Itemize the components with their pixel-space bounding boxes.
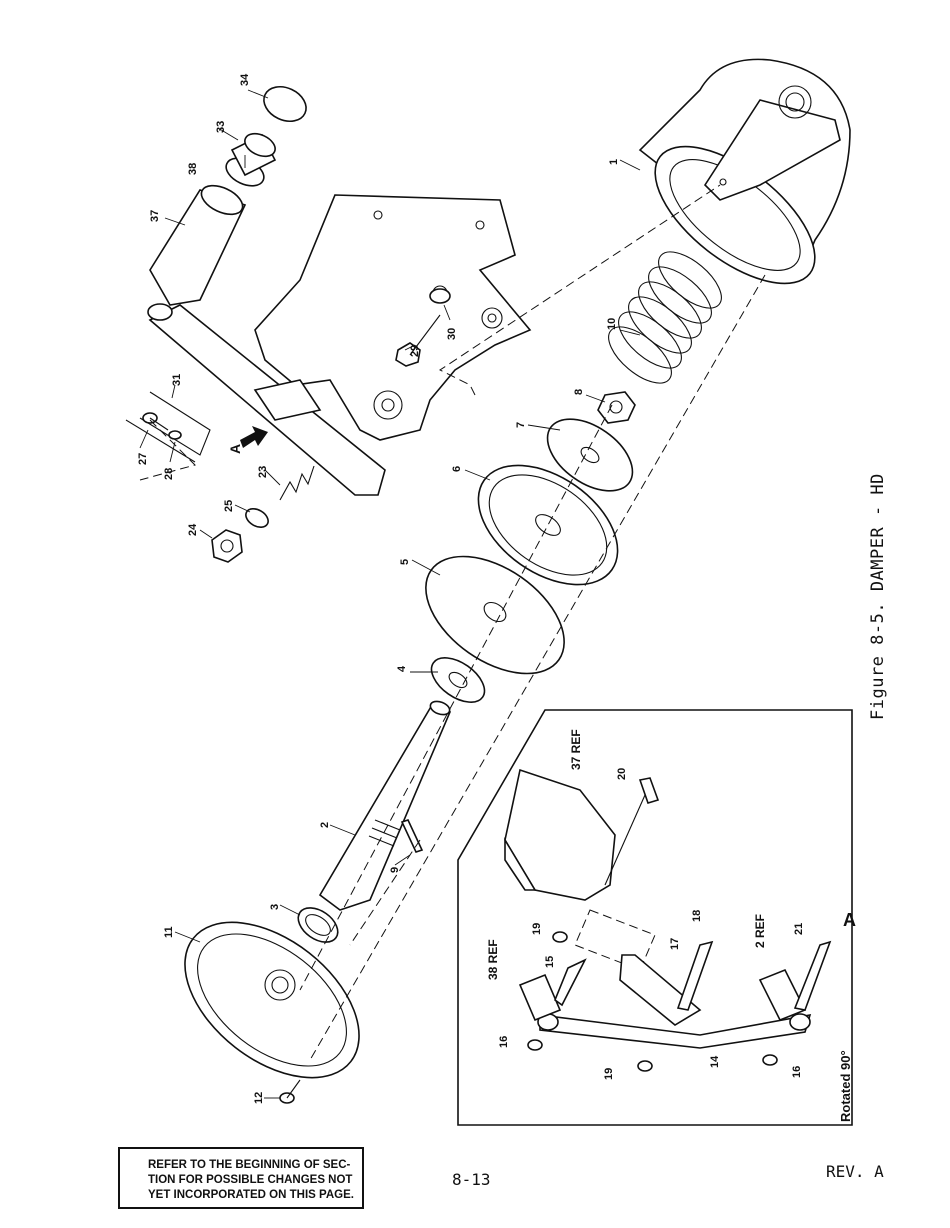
callout-33: 33 <box>215 121 227 133</box>
castle-nut-part-8 <box>597 391 636 424</box>
callout-1: 1 <box>608 159 620 165</box>
inset-frame <box>457 709 853 1126</box>
screw-part-12 <box>279 1079 301 1104</box>
callout-3: 3 <box>269 904 281 910</box>
washer-part-28 <box>168 430 182 440</box>
inset-tag: A <box>843 910 856 930</box>
notice-line-1: REFER TO THE BEGINNING OF SEC- <box>148 1159 351 1171</box>
figure-caption: Figure 8-5. DAMPER - HD <box>868 473 888 720</box>
housing-part-1 <box>638 58 851 285</box>
inset-callout-38-ref: 38 REF <box>486 939 500 980</box>
callout-34: 34 <box>239 73 251 86</box>
nut-part-24 <box>211 529 243 563</box>
inset-parts <box>504 768 832 1072</box>
inset-callout-21: 21 <box>793 923 805 935</box>
callout-7: 7 <box>515 422 527 428</box>
inset-callout-14: 14 <box>709 1055 721 1068</box>
callout-30: 30 <box>446 328 458 340</box>
callout-29: 29 <box>409 345 421 357</box>
inset-callout-20: 20 <box>616 768 628 780</box>
inset-callout-37-ref: 37 REF <box>569 729 583 770</box>
inset-callout-17: 17 <box>669 938 681 950</box>
callout-37: 37 <box>149 210 161 222</box>
inset-callout-16b: 16 <box>791 1066 803 1078</box>
inset-callout-19b: 19 <box>603 1068 615 1080</box>
bracket-assembly <box>148 194 532 496</box>
notice-line-3: YET INCORPORATED ON THIS PAGE. <box>148 1189 354 1201</box>
spring-part-10 <box>608 251 722 384</box>
callout-25: 25 <box>223 500 235 512</box>
inset-callout-16a: 16 <box>498 1036 510 1048</box>
callout-10: 10 <box>606 318 618 330</box>
seal-part-3 <box>297 907 339 943</box>
callout-2: 2 <box>319 822 331 828</box>
notice-line-2: TION FOR POSSIBLE CHANGES NOT <box>148 1174 353 1186</box>
callout-31: 31 <box>171 374 183 386</box>
alignment-lines <box>139 184 766 1061</box>
callout-23: 23 <box>257 466 269 478</box>
cylinder-part-37 <box>147 184 247 321</box>
revision-notice-box: REFER TO THE BEGINNING OF SEC- TION FOR … <box>118 1147 364 1209</box>
callout-5: 5 <box>399 559 411 565</box>
callout-11: 11 <box>163 926 175 938</box>
view-marker-a: A <box>227 444 243 454</box>
washer-part-30 <box>429 288 451 304</box>
callout-9: 9 <box>389 867 401 873</box>
callout-12: 12 <box>253 1092 265 1104</box>
revision-label: REV. A <box>826 1162 884 1181</box>
callout-38: 38 <box>187 163 199 175</box>
callout-6: 6 <box>451 466 463 472</box>
callout-leaders <box>139 89 641 1099</box>
cap-part-34 <box>263 85 307 123</box>
callout-27: 27 <box>137 453 149 465</box>
pin-part-9 <box>400 819 424 853</box>
spring-part-23 <box>279 465 315 501</box>
cover-part-11 <box>184 921 360 1079</box>
inset-callout-15: 15 <box>544 956 556 968</box>
screw-part-27 <box>142 412 169 431</box>
view-arrow-a <box>240 426 268 448</box>
plate-part-6 <box>477 464 619 586</box>
inset-rotation-note: Rotated 90° <box>838 1050 853 1122</box>
inset-callout-18: 18 <box>691 910 703 922</box>
shaft-part-2 <box>318 700 452 911</box>
washer-part-25 <box>245 508 269 528</box>
rod-part-33 <box>230 132 277 177</box>
bracket-clip-part-31 <box>125 391 211 463</box>
inset-callout-2-ref: 2 REF <box>753 914 767 948</box>
callout-8: 8 <box>573 389 585 395</box>
bolt-part-29 <box>395 314 441 367</box>
callout-24: 24 <box>187 523 199 536</box>
callout-labels: 1 10 8 7 6 5 4 2 9 3 11 12 34 33 38 37 3… <box>137 73 805 1104</box>
page-number: 8-13 <box>452 1170 491 1189</box>
washer-part-7 <box>546 418 634 492</box>
callout-4: 4 <box>396 665 408 672</box>
inset-callout-19a: 19 <box>531 923 543 935</box>
callout-28: 28 <box>163 468 175 480</box>
